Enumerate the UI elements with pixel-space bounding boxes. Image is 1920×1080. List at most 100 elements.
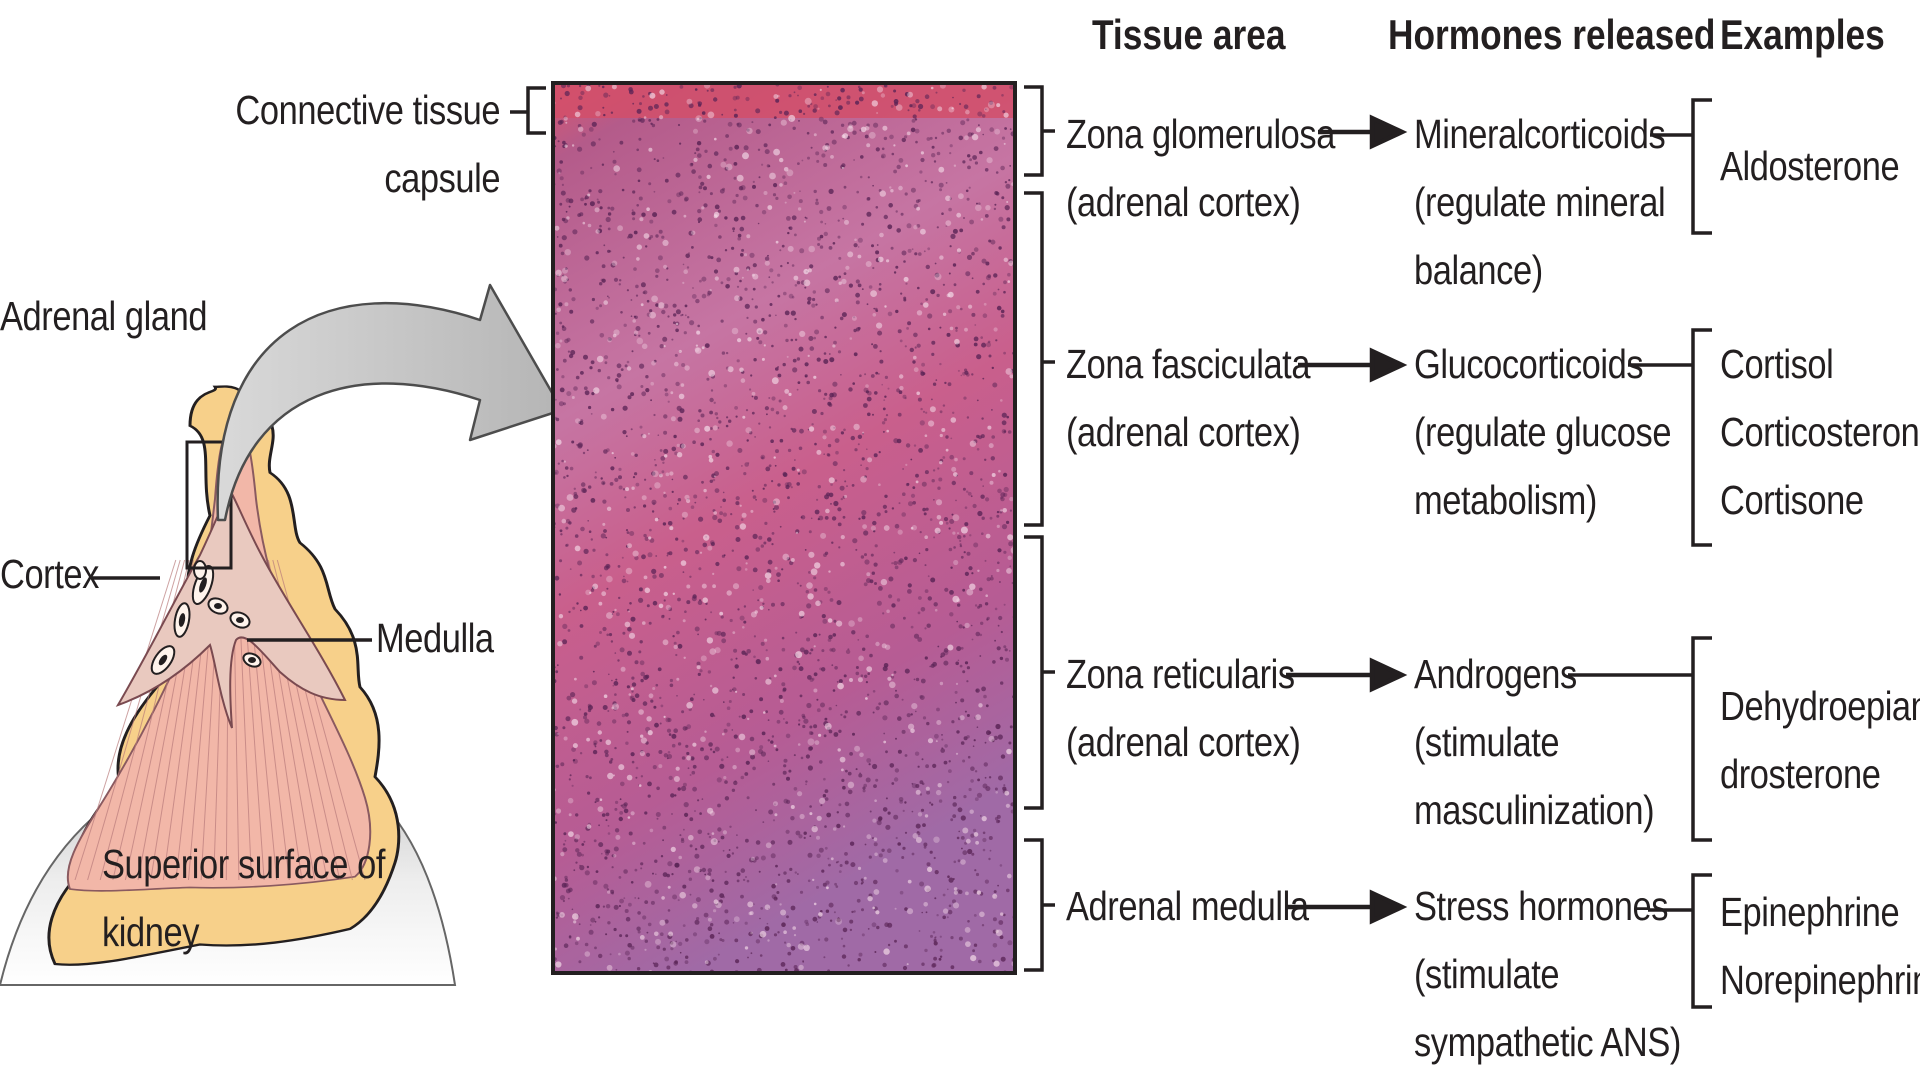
cytoplasm-speckle (714, 276, 719, 281)
cytoplasm-speckle (803, 220, 806, 223)
zone-label: Adrenal medulla (1066, 872, 1309, 940)
nucleus-speckle (875, 206, 879, 209)
nucleus-speckle (963, 795, 967, 799)
nucleus-speckle (844, 852, 848, 856)
nucleus-speckle (865, 777, 871, 783)
nucleus-speckle (589, 924, 592, 926)
nucleus-speckle (653, 158, 656, 161)
nucleus-speckle (819, 234, 824, 239)
nucleus-speckle (821, 649, 825, 653)
cytoplasm-speckle (923, 302, 929, 308)
cytoplasm-speckle (745, 562, 748, 565)
nucleus-speckle (960, 555, 964, 559)
cytoplasm-speckle (606, 612, 613, 619)
nucleus-speckle (606, 633, 609, 637)
nucleus-speckle (637, 930, 641, 934)
nucleus-speckle (980, 494, 985, 499)
nucleus-speckle (657, 667, 662, 672)
nucleus-speckle (1000, 165, 1005, 171)
nucleus-speckle (922, 823, 926, 827)
cytoplasm-speckle (723, 776, 727, 780)
nucleus-speckle (933, 536, 936, 539)
nucleus-speckle (904, 907, 908, 911)
nucleus-speckle (733, 113, 738, 118)
nucleus-speckle (627, 608, 630, 612)
nucleus-speckle (658, 573, 664, 578)
nucleus-speckle (907, 589, 912, 594)
striation-line (87, 559, 181, 881)
cytoplasm-speckle (658, 764, 663, 769)
nucleus-speckle (566, 391, 572, 397)
nucleus-speckle (981, 114, 986, 118)
nucleus-speckle (661, 373, 666, 378)
nucleus-speckle (825, 91, 831, 97)
cytoplasm-speckle (816, 449, 822, 455)
cytoplasm-speckle (825, 508, 830, 514)
nucleus-speckle (695, 298, 700, 304)
nucleus-speckle (679, 85, 684, 89)
nucleus-speckle (897, 716, 902, 721)
nucleus-speckle (661, 614, 665, 619)
nucleus-speckle (889, 763, 895, 768)
nucleus-speckle (781, 647, 786, 652)
nucleus-speckle (918, 109, 921, 112)
nucleus-speckle (864, 134, 869, 139)
nucleus-speckle (764, 149, 770, 155)
nucleus-speckle (997, 488, 1002, 494)
nucleus-speckle (917, 765, 920, 768)
nucleus-speckle (935, 91, 938, 94)
nucleus-speckle (607, 376, 611, 380)
nucleus-speckle (882, 962, 887, 968)
nucleus-speckle (856, 898, 861, 903)
nucleus-speckle (649, 219, 654, 224)
nucleus-speckle (797, 162, 800, 166)
nucleus-speckle (645, 741, 649, 745)
nucleus-speckle (733, 648, 738, 653)
cytoplasm-speckle (1005, 368, 1013, 375)
nucleus-speckle (1001, 225, 1006, 230)
nucleus-speckle (813, 189, 817, 194)
nucleus-speckle (689, 697, 694, 702)
nucleus-speckle (949, 144, 953, 148)
cytoplasm-speckle (895, 104, 903, 111)
nucleus-speckle (762, 602, 765, 605)
nucleus-speckle (798, 719, 801, 722)
cytoplasm-speckle (866, 572, 871, 577)
nucleus-speckle (703, 119, 707, 123)
nucleus-speckle (895, 869, 899, 873)
nucleus-speckle (922, 410, 926, 413)
nucleus-speckle (706, 89, 709, 92)
nucleus-speckle (858, 87, 863, 92)
cytoplasm-speckle (913, 355, 917, 360)
nucleus-speckle (925, 911, 928, 914)
nucleus-speckle (561, 375, 565, 379)
capsule-bracket (510, 86, 546, 135)
nucleus-speckle (942, 915, 946, 920)
nucleus-speckle (630, 752, 635, 757)
nucleus-speckle (607, 337, 612, 341)
nucleus-speckle (934, 733, 939, 739)
nucleus-speckle (722, 491, 725, 494)
nucleus-speckle (614, 173, 617, 176)
nucleus-speckle (895, 265, 899, 269)
nucleus-speckle (813, 672, 818, 677)
nucleus-speckle (615, 968, 618, 971)
nucleus-speckle (958, 135, 964, 141)
nucleus-speckle (1007, 940, 1013, 946)
cytoplasm-speckle (740, 378, 746, 383)
nucleus-speckle (767, 739, 770, 742)
nucleus-speckle (656, 786, 660, 791)
cytoplasm-speckle (636, 244, 642, 250)
nucleus-speckle (838, 105, 843, 110)
nucleus-speckle (737, 448, 743, 453)
cytoplasm-speckle (839, 756, 846, 763)
nucleus-speckle (610, 407, 615, 412)
nucleus-speckle (710, 427, 713, 430)
nucleus-speckle (620, 781, 625, 787)
nucleus-speckle (696, 661, 701, 666)
nucleus-speckle (984, 879, 990, 884)
nucleus-speckle (1005, 183, 1011, 189)
nucleus-speckle (947, 909, 953, 915)
nucleus-speckle (933, 956, 937, 961)
nucleus-speckle (706, 293, 711, 297)
